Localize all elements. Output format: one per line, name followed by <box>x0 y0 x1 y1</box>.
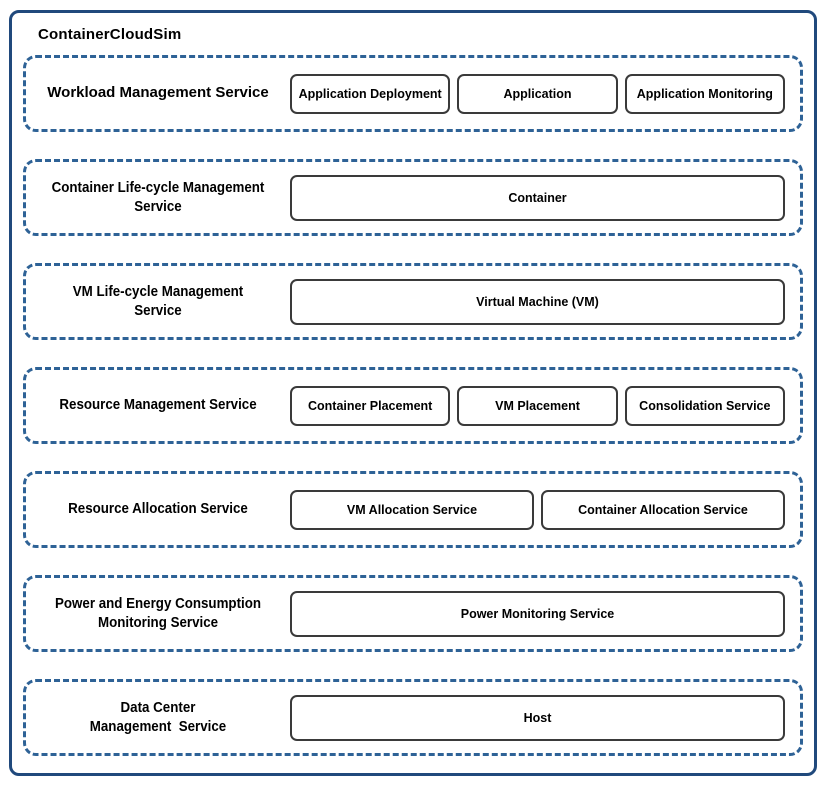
component-box: Application Monitoring <box>624 73 785 114</box>
service-rows: Workload Management Service Application … <box>23 55 803 756</box>
service-row-vm-lifecycle: VM Life-cycle Management Service Virtual… <box>23 263 803 340</box>
diagram-title: ContainerCloudSim <box>38 26 182 43</box>
component-box: VM Placement <box>457 385 618 426</box>
service-label: Power and Energy Consumption Monitoring … <box>54 596 262 631</box>
component-boxes: Virtual Machine (VM) <box>290 278 800 325</box>
service-row-power-energy-monitoring: Power and Energy Consumption Monitoring … <box>23 575 803 652</box>
component-box: Virtual Machine (VM) <box>290 278 785 325</box>
service-row-container-lifecycle: Container Life-cycle Management Service … <box>23 159 803 236</box>
component-boxes: VM Allocation Service Container Allocati… <box>290 489 800 530</box>
component-boxes: Application Deployment Application Appli… <box>290 73 800 114</box>
service-label: Resource Management Service <box>59 397 257 414</box>
service-row-datacenter-management: Data Center Management Service Host <box>23 679 803 756</box>
component-box: Host <box>290 694 785 741</box>
component-box: Consolidation Service <box>624 385 785 426</box>
service-row-resource-management: Resource Management Service Container Pl… <box>23 367 803 444</box>
component-box: Power Monitoring Service <box>290 590 785 637</box>
component-box: Container Placement <box>290 385 451 426</box>
service-label: Data Center Management Service <box>89 700 227 735</box>
containercloudsim-frame: ContainerCloudSim Workload Management Se… <box>9 10 817 776</box>
service-label: VM Life-cycle Management Service <box>72 284 244 319</box>
service-row-resource-allocation: Resource Allocation Service VM Allocatio… <box>23 471 803 548</box>
component-box: Container Allocation Service <box>541 489 785 530</box>
service-label: Container Life-cycle Management Service <box>51 180 265 215</box>
component-box: Application Deployment <box>290 73 451 114</box>
service-row-workload-management: Workload Management Service Application … <box>23 55 803 132</box>
component-box: Application <box>457 73 618 114</box>
component-boxes: Container <box>290 174 800 221</box>
component-box: Container <box>290 174 785 221</box>
service-label: Workload Management Service <box>47 84 269 102</box>
component-boxes: Container Placement VM Placement Consoli… <box>290 385 800 426</box>
component-boxes: Host <box>290 694 800 741</box>
component-box: VM Allocation Service <box>290 489 534 530</box>
service-label: Resource Allocation Service <box>68 501 248 518</box>
component-boxes: Power Monitoring Service <box>290 590 800 637</box>
